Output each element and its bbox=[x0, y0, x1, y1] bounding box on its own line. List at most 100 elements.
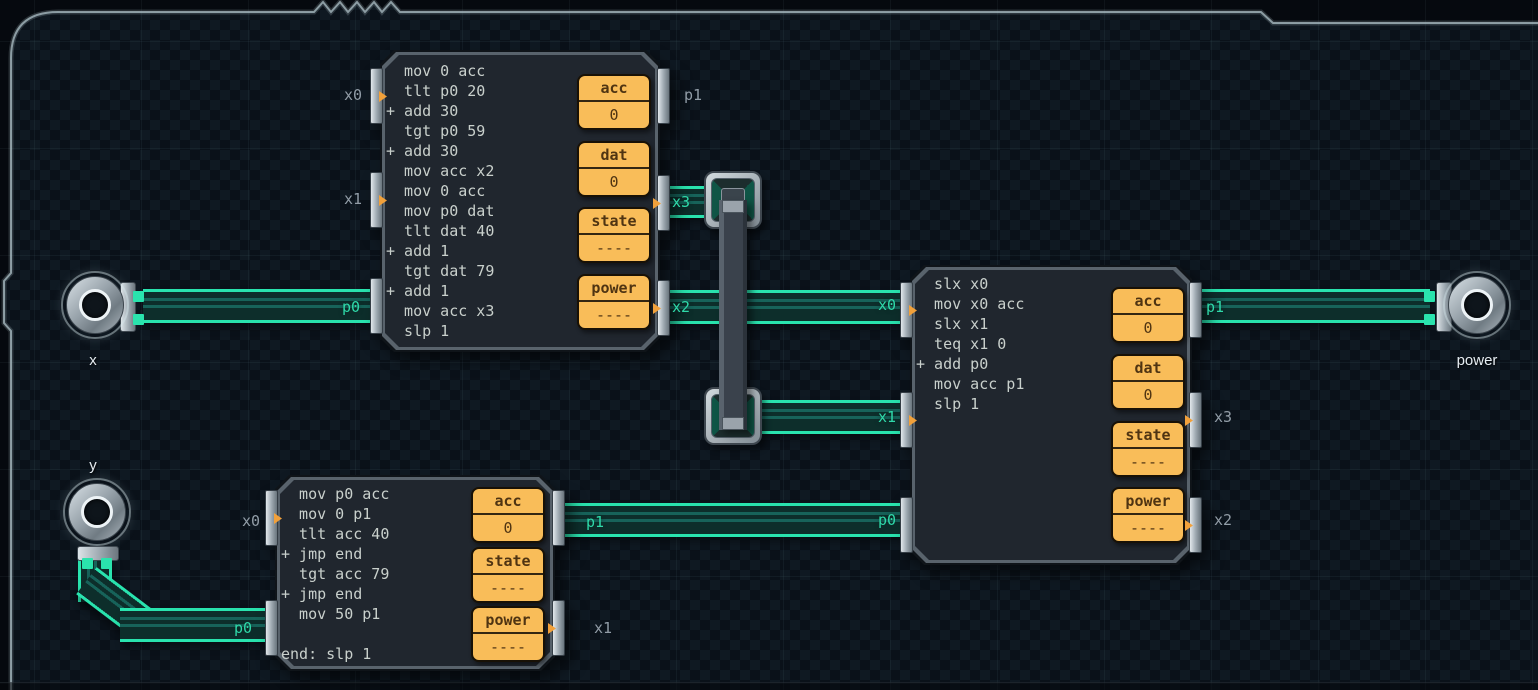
pin-p1[interactable] bbox=[1189, 282, 1202, 338]
terminal-label-x: x bbox=[89, 352, 97, 369]
register-state: state---- bbox=[1111, 421, 1185, 477]
code-line: mov acc x3 bbox=[386, 302, 495, 320]
chip-code-editor[interactable]: slx x0 mov x0 acc slx x1 teq x1 0 + add … bbox=[916, 274, 1024, 414]
pin-x3[interactable] bbox=[1185, 392, 1202, 448]
xbus-marker-icon bbox=[274, 513, 282, 524]
chip-code-editor[interactable]: mov p0 acc mov 0 p1 tlt acc 40 + jmp end… bbox=[281, 484, 389, 664]
code-line: tgt acc 79 bbox=[281, 565, 390, 583]
pin-label-chip2-p0: p0 bbox=[877, 511, 896, 529]
xbus-marker-icon bbox=[653, 303, 661, 314]
pin-p0[interactable] bbox=[900, 497, 913, 553]
pin-label-chip2-p1: p1 bbox=[1206, 298, 1225, 316]
pin-x2[interactable] bbox=[1185, 497, 1202, 553]
pin-label-chip2-x2: x2 bbox=[1214, 511, 1233, 529]
wire-chip1-x2-to-chip2-x0[interactable] bbox=[660, 290, 912, 324]
code-line: slp 1 bbox=[386, 322, 450, 340]
register-power: power---- bbox=[1111, 487, 1185, 543]
code-line: tgt dat 79 bbox=[386, 262, 495, 280]
terminal-y[interactable] bbox=[63, 478, 131, 546]
code-line: mov 50 p1 bbox=[281, 605, 381, 623]
register-power: power---- bbox=[577, 274, 651, 330]
pin-p0[interactable] bbox=[370, 278, 383, 334]
terminal-hole bbox=[1461, 289, 1493, 321]
pin-x0[interactable] bbox=[370, 68, 387, 124]
pin-label-chip1-x0: x0 bbox=[343, 86, 362, 104]
code-line: + add 1 bbox=[386, 282, 450, 300]
pin-x1[interactable] bbox=[900, 392, 917, 448]
code-line bbox=[281, 624, 389, 644]
pin-p0[interactable] bbox=[265, 600, 278, 656]
wire-x-to-chip1-p0[interactable] bbox=[143, 289, 382, 323]
pin-label-chip1-p1: p1 bbox=[684, 86, 703, 104]
terminal-ring bbox=[66, 276, 124, 334]
wire-y-to-chip3-p0[interactable] bbox=[120, 608, 278, 642]
code-line: mov 0 acc bbox=[386, 182, 486, 200]
bridge-bar-cap bbox=[722, 417, 744, 430]
wire-bridge-to-chip2-x1[interactable] bbox=[748, 400, 912, 434]
pin-label-chip1-x3: x3 bbox=[672, 193, 691, 211]
terminal-power-prong bbox=[1424, 291, 1435, 302]
board-bottom-edge bbox=[0, 682, 1538, 690]
terminal-x-prong bbox=[133, 314, 144, 325]
wire-chip2-p1-to-power[interactable] bbox=[1190, 289, 1430, 323]
chip-code-editor[interactable]: mov 0 acc tlt p0 20 + add 30 tgt p0 59 +… bbox=[386, 61, 494, 341]
code-line: tlt dat 40 bbox=[386, 222, 495, 240]
wire-chip3-p1-to-chip2-p0[interactable] bbox=[555, 503, 912, 537]
code-line: mov 0 p1 bbox=[281, 505, 372, 523]
code-line: + add p0 bbox=[916, 355, 989, 373]
code-line: tlt acc 40 bbox=[281, 525, 390, 543]
terminal-y-prong bbox=[82, 558, 93, 569]
terminal-x-prong bbox=[133, 291, 144, 302]
terminal-x[interactable] bbox=[61, 271, 129, 339]
code-line: slx x1 bbox=[916, 315, 989, 333]
pin-x1[interactable] bbox=[370, 172, 387, 228]
microcontroller-top[interactable]: mov 0 acc tlt p0 20 + add 30 tgt p0 59 +… bbox=[370, 50, 670, 352]
pin-label-chip2-x1: x1 bbox=[877, 408, 896, 426]
code-line: + add 30 bbox=[386, 142, 459, 160]
microcontroller-bottom[interactable]: mov p0 acc mov 0 p1 tlt acc 40 + jmp end… bbox=[265, 475, 565, 671]
pin-p1[interactable] bbox=[552, 490, 565, 546]
xbus-marker-icon bbox=[1185, 520, 1193, 531]
code-line: tlt p0 20 bbox=[386, 82, 486, 100]
xbus-marker-icon bbox=[379, 195, 387, 206]
code-line: + add 1 bbox=[386, 242, 450, 260]
pin-label-chip3-p1: p1 bbox=[586, 513, 605, 531]
terminal-label-power: power bbox=[1456, 352, 1498, 369]
terminal-y-bracket bbox=[77, 546, 119, 561]
pin-x1[interactable] bbox=[548, 600, 565, 656]
terminal-hole bbox=[81, 496, 113, 528]
code-line: mov x0 acc bbox=[916, 295, 1025, 313]
code-line: mov acc p1 bbox=[916, 375, 1025, 393]
pin-x0[interactable] bbox=[900, 282, 917, 338]
terminal-label-y: y bbox=[89, 457, 97, 474]
code-line: mov p0 acc bbox=[281, 485, 390, 503]
pin-x0[interactable] bbox=[265, 490, 282, 546]
pin-x2[interactable] bbox=[653, 280, 670, 336]
code-line: end: slp 1 bbox=[281, 645, 372, 663]
register-power: power---- bbox=[471, 606, 545, 662]
code-line: mov p0 dat bbox=[386, 202, 495, 220]
bridge-bar-cap bbox=[722, 200, 744, 213]
code-line: mov 0 acc bbox=[386, 62, 486, 80]
code-line: mov acc x2 bbox=[386, 162, 495, 180]
terminal-y-prong bbox=[101, 558, 112, 569]
bridge-bar[interactable] bbox=[719, 200, 747, 430]
code-line: tgt p0 59 bbox=[386, 122, 486, 140]
pin-label-chip1-p0: p0 bbox=[341, 298, 360, 316]
pin-p1[interactable] bbox=[657, 68, 670, 124]
pin-label-chip2-x0: x0 bbox=[877, 296, 896, 314]
microcontroller-right[interactable]: slx x0 mov x0 acc slx x1 teq x1 0 + add … bbox=[900, 265, 1202, 565]
pin-x3[interactable] bbox=[653, 175, 670, 231]
terminal-power[interactable] bbox=[1443, 271, 1511, 339]
code-line: slp 1 bbox=[916, 395, 980, 413]
xbus-marker-icon bbox=[548, 623, 556, 634]
xbus-marker-icon bbox=[653, 198, 661, 209]
pin-label-chip2-x3: x3 bbox=[1214, 408, 1233, 426]
terminal-hole bbox=[79, 289, 111, 321]
